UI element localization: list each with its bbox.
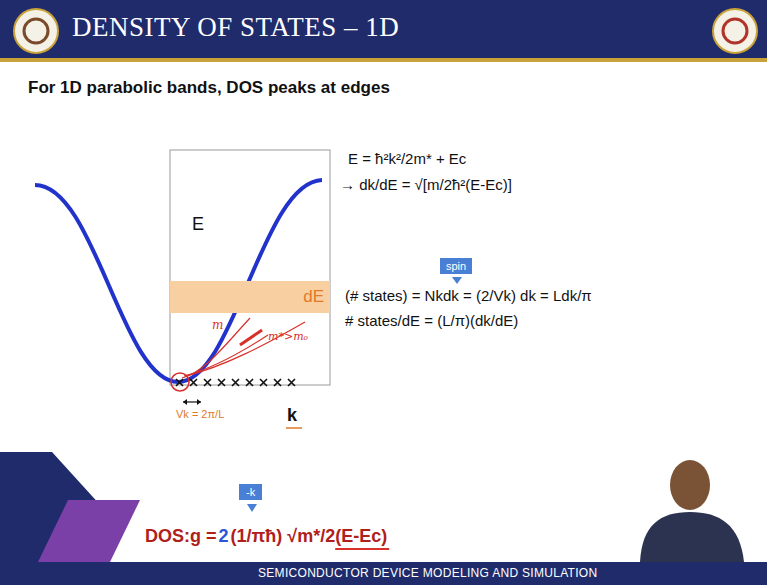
node-text: dE bbox=[303, 287, 324, 307]
handwritten-stroke bbox=[240, 330, 262, 345]
corner-shape bbox=[38, 500, 140, 562]
slide-title: DENSITY OF STATES – 1D bbox=[72, 12, 399, 43]
callout-box: spin bbox=[440, 258, 472, 274]
spacing-arrowheads bbox=[183, 399, 201, 405]
k-underline bbox=[286, 427, 302, 429]
header-rule bbox=[0, 58, 767, 62]
callout-box: -k bbox=[239, 484, 262, 500]
dos-factor: 2 bbox=[219, 526, 229, 547]
node-text: spin bbox=[446, 260, 466, 272]
handwritten-note: m bbox=[212, 318, 223, 332]
axis-label: k bbox=[287, 405, 297, 426]
equation: E = ħ²k²/2m* + Ec bbox=[348, 150, 466, 167]
handwritten-curve bbox=[182, 318, 250, 378]
presenter-body bbox=[640, 512, 744, 562]
footer-band bbox=[0, 562, 767, 585]
energy-band: dE bbox=[170, 281, 330, 313]
logo-right bbox=[713, 9, 757, 53]
handwritten-note: m*>m₀ bbox=[268, 330, 308, 343]
handwritten-curve bbox=[184, 335, 268, 376]
spin-pointer bbox=[452, 277, 462, 284]
footer-text: SEMICONDUCTOR DEVICE MODELING AND SIMULA… bbox=[258, 566, 597, 580]
formula-underline bbox=[335, 548, 389, 550]
logo-left-inner bbox=[24, 19, 48, 43]
logo-right-inner bbox=[723, 19, 747, 43]
axis-label: E bbox=[192, 214, 204, 235]
equation: # states/dE = (L/π)(dk/dE) bbox=[345, 312, 518, 329]
presenter-head bbox=[670, 460, 710, 510]
equation: → dk/dE = √[m/2ħ²(E-Ec)] bbox=[340, 176, 512, 193]
subtitle: For 1D parabolic bands, DOS peaks at edg… bbox=[28, 78, 390, 98]
logo-left bbox=[14, 9, 58, 53]
equation: (# states) = Nkdk = (2/Vk) dk = Ldk/π bbox=[345, 287, 592, 304]
header-band bbox=[0, 0, 767, 58]
k-pointer bbox=[247, 504, 257, 512]
k-points bbox=[176, 379, 295, 386]
dos-formula: DOS:g = bbox=[145, 526, 217, 547]
spacing-label: Vk = 2π/L bbox=[176, 408, 224, 420]
dos-formula: (1/πħ) √m*/2(E-Ec) bbox=[231, 526, 388, 547]
node-text: -k bbox=[246, 486, 255, 498]
